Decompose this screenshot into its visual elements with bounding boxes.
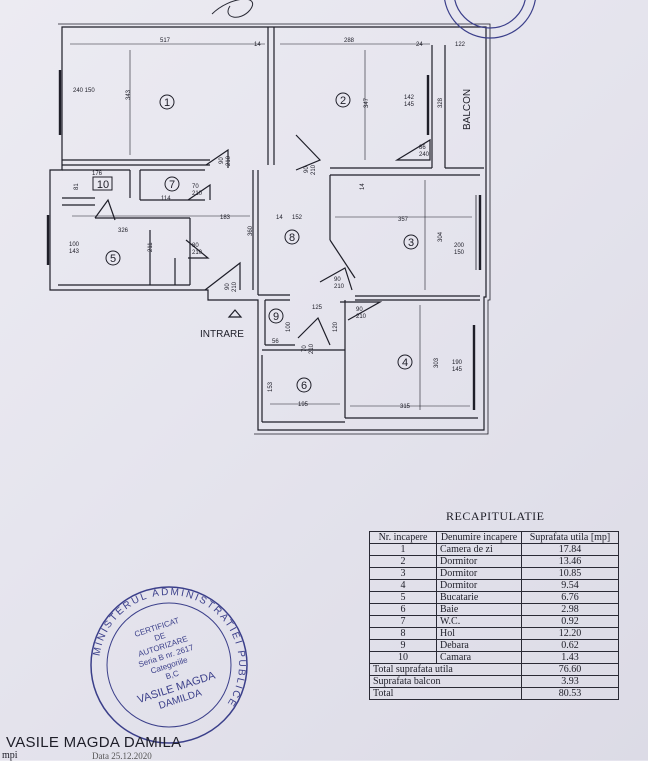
- dim-room4-w: 315: [400, 404, 411, 410]
- dim-room1-w: 517: [160, 38, 171, 44]
- svg-text:190: 190: [452, 360, 463, 366]
- room-numbers: 1 2 3 4 5 6 7 8 9 10: [92, 92, 419, 393]
- svg-text:90: 90: [304, 166, 310, 173]
- svg-text:210: 210: [192, 250, 203, 256]
- svg-text:120: 120: [333, 321, 339, 332]
- entrance-label: INTRARE: [200, 329, 244, 340]
- date-text: Data 25.12.2020: [92, 751, 152, 761]
- svg-text:210: 210: [334, 284, 345, 290]
- owner-name: VASILE MAGDA DAMILA: [6, 734, 182, 751]
- svg-text:200: 200: [454, 243, 465, 249]
- svg-text:240: 240: [419, 152, 430, 158]
- dim-room4-h: 303: [434, 357, 440, 368]
- room-num-4: 4: [402, 357, 408, 369]
- door-swing: [205, 148, 229, 168]
- svg-text:90: 90: [356, 307, 363, 313]
- svg-text:210: 210: [356, 314, 367, 320]
- dim-room6-h: 153: [268, 381, 274, 392]
- dim-room2-w: 288: [344, 38, 355, 44]
- room-num-3: 3: [408, 237, 414, 249]
- dim-room3-h: 304: [438, 231, 444, 242]
- svg-text:100: 100: [69, 242, 80, 248]
- top-stamp: [211, 0, 536, 39]
- dim-room5-w: 326: [118, 228, 129, 234]
- dim-room10-h: 81: [74, 183, 80, 190]
- room-num-5: 5: [110, 253, 116, 265]
- room-num-10: 10: [97, 179, 109, 191]
- svg-text:143: 143: [69, 249, 80, 255]
- recap-title: RECAPITULATIE: [446, 509, 545, 523]
- outer-wall: [49, 26, 487, 431]
- room-num-1: 1: [164, 97, 170, 109]
- svg-text:70: 70: [302, 345, 308, 352]
- svg-text:80: 80: [192, 243, 199, 249]
- room-dimensions: 517 343 288 347 357 304 315 303 326 211 …: [73, 38, 444, 410]
- svg-text:210: 210: [232, 281, 238, 292]
- svg-text:100: 100: [286, 321, 292, 332]
- stamp-line-2: DE: [153, 631, 166, 643]
- svg-text:14: 14: [360, 183, 366, 190]
- header-name: Denumire incapere: [436, 531, 522, 544]
- svg-text:90: 90: [334, 277, 341, 283]
- svg-text:210: 210: [311, 164, 317, 175]
- header-nr: Nr. incapere: [369, 531, 437, 544]
- room-num-9: 9: [273, 311, 279, 323]
- svg-text:145: 145: [452, 367, 463, 373]
- balcony-label: BALCON: [462, 89, 473, 130]
- svg-text:360: 360: [248, 225, 254, 236]
- svg-text:145: 145: [404, 102, 415, 108]
- svg-text:86: 86: [419, 145, 426, 151]
- authorization-stamp: MINISTERUL ADMINISTRATIEI PUBLICE CERTIF…: [90, 586, 248, 744]
- svg-text:142: 142: [404, 95, 415, 101]
- svg-text:70: 70: [192, 184, 199, 190]
- header-area: Suprafata utila [mp]: [521, 531, 619, 544]
- entrance-arrow: [227, 309, 243, 318]
- svg-text:14: 14: [276, 215, 283, 221]
- dim-room6-w: 195: [298, 402, 309, 408]
- svg-text:90: 90: [219, 157, 225, 164]
- svg-text:125: 125: [312, 305, 323, 311]
- svg-text:90: 90: [225, 283, 231, 290]
- recap-table: Nr. incapere Denumire incapere Suprafata…: [369, 531, 619, 700]
- stamp-line-6: B,C: [165, 669, 181, 682]
- room-num-6: 6: [301, 380, 307, 392]
- svg-text:122: 122: [455, 42, 466, 48]
- dim-room10-w: 176: [92, 171, 103, 177]
- room-num-7: 7: [169, 179, 175, 191]
- dim-room5-h: 211: [148, 242, 154, 252]
- svg-text:210: 210: [226, 155, 232, 166]
- svg-text:328: 328: [438, 97, 444, 108]
- room-num-2: 2: [340, 95, 346, 107]
- dim-room3-w: 357: [398, 217, 409, 223]
- svg-text:210: 210: [309, 343, 315, 354]
- misc-dimensions: 14 24 122 328 142 145 86 240 90 210 90 2…: [69, 42, 466, 373]
- room-num-8: 8: [289, 232, 295, 244]
- svg-text:210: 210: [192, 191, 203, 197]
- dim-room8-h: 152: [292, 215, 303, 221]
- svg-text:14: 14: [254, 42, 261, 48]
- floor-plan: 1 2 3 4 5 6 7 8 9 10 517 343 288 347 357…: [46, 0, 536, 435]
- dim-room1-extra: 240 150: [73, 88, 95, 94]
- dim-room8-w: 183: [220, 215, 231, 221]
- svg-text:150: 150: [454, 250, 465, 256]
- svg-text:24: 24: [416, 42, 423, 48]
- dim-room2-h: 347: [364, 97, 370, 108]
- dim-room1-h: 343: [126, 89, 132, 100]
- dim-room7-w: 114: [161, 196, 171, 202]
- dim-room9-w: 56: [272, 339, 279, 345]
- owner-sub: mpi: [2, 750, 18, 761]
